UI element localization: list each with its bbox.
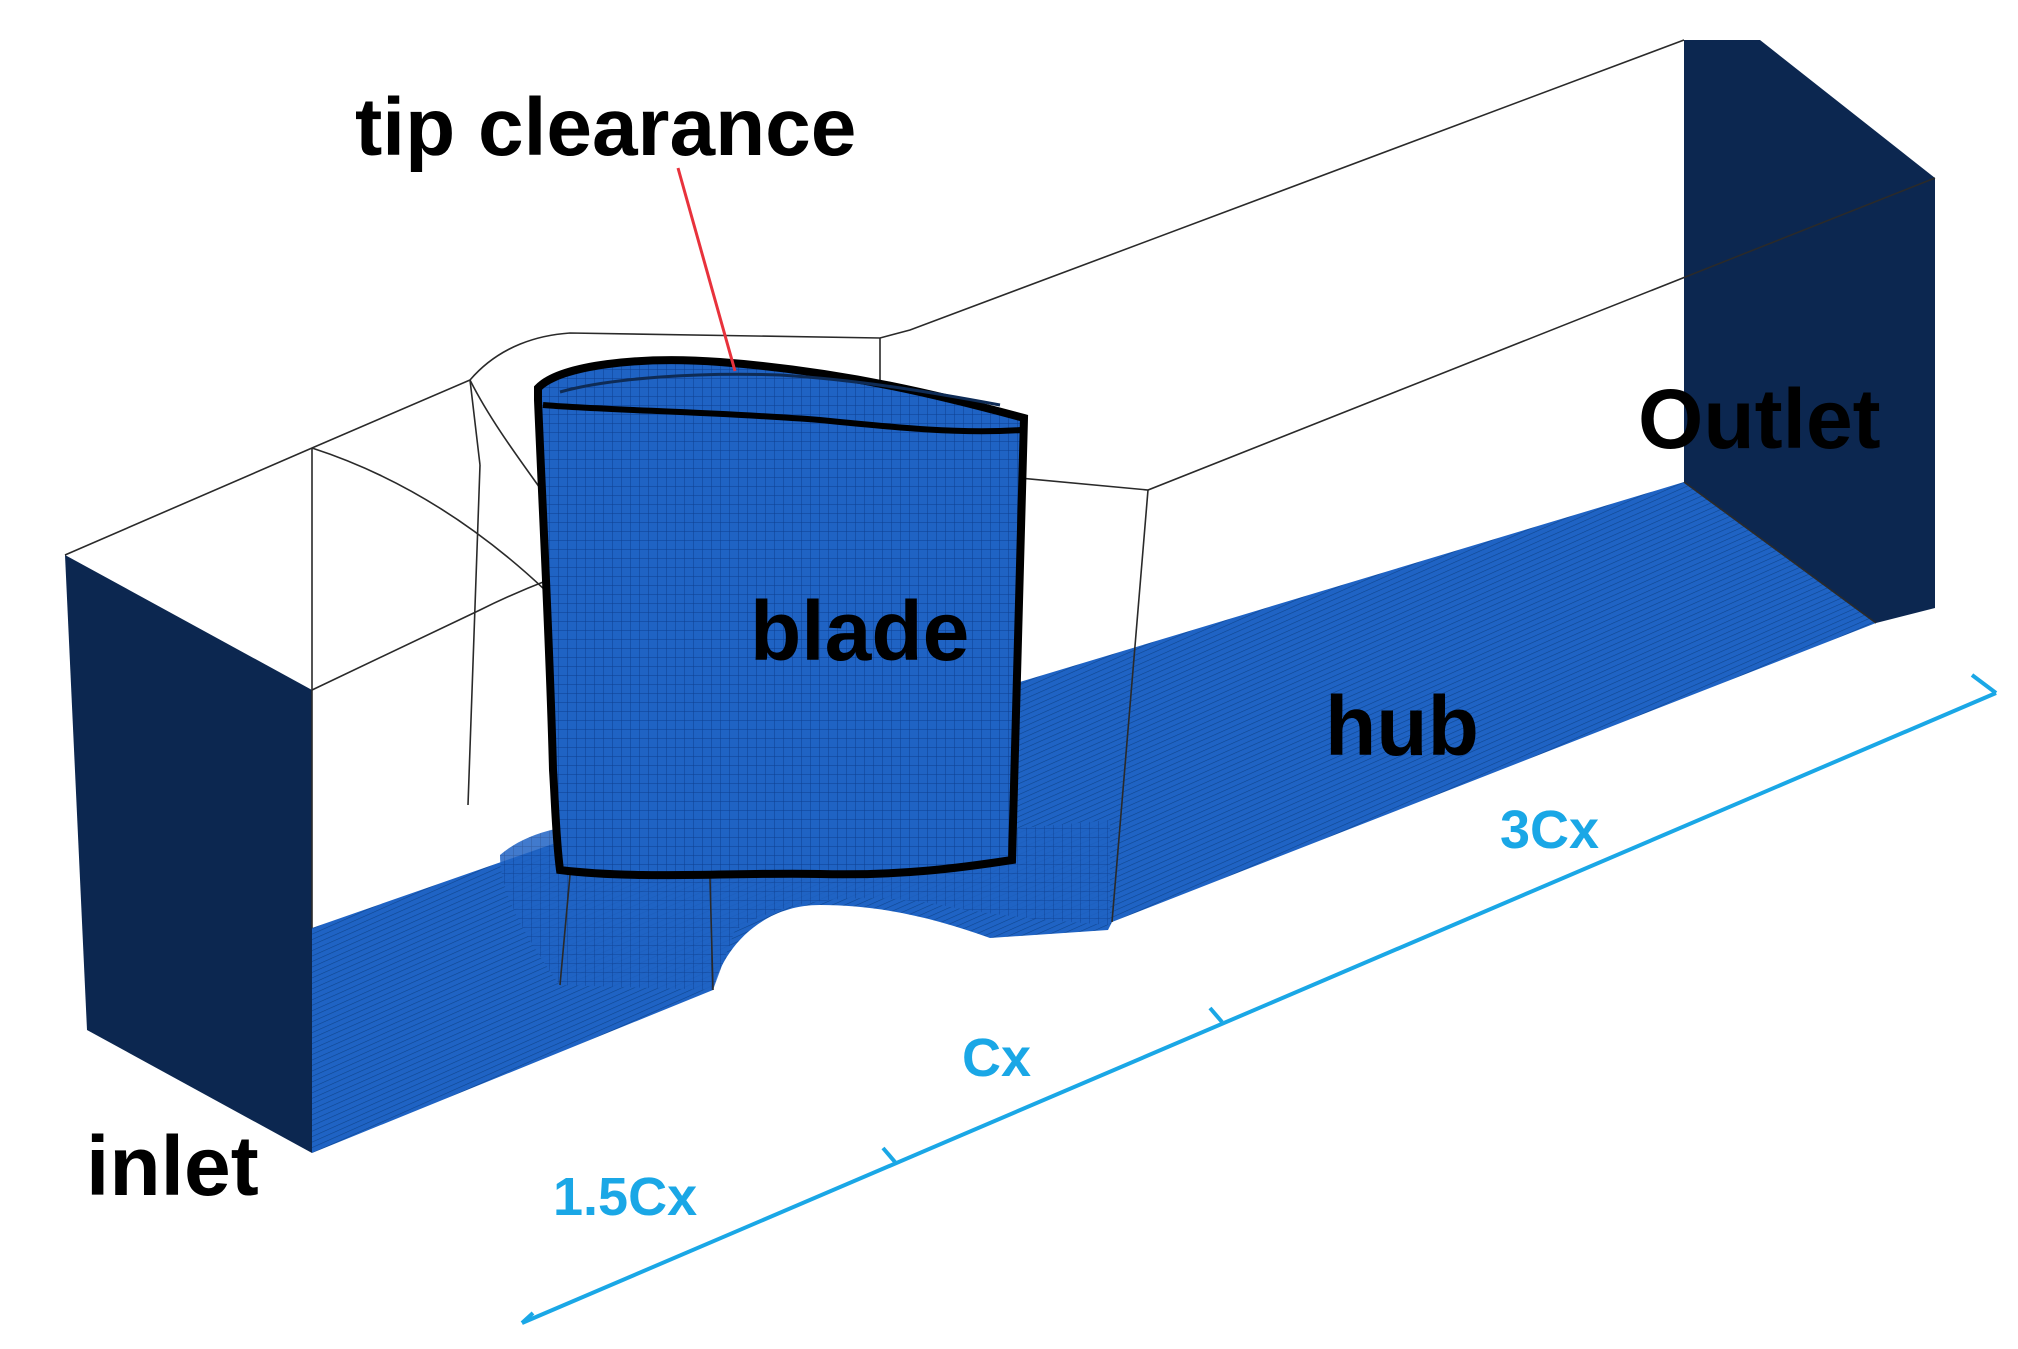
blade-tip-edge <box>542 402 1023 435</box>
outlet-face <box>1684 40 1935 623</box>
outlet-label: Outlet <box>1638 372 1881 466</box>
tip-clearance-leader <box>676 167 737 372</box>
dimension-label-1-5cx: 1.5Cx <box>553 1167 697 1227</box>
dimension-label-cx: Cx <box>962 1028 1031 1088</box>
hub-label: hub <box>1325 679 1479 773</box>
dimension-label-3cx: 3Cx <box>1500 800 1599 860</box>
dimension-line <box>520 673 1998 1325</box>
blade-surface <box>534 356 1029 880</box>
tip-clearance-label: tip clearance <box>355 82 856 173</box>
blade-tip-edge-inner <box>559 372 1001 407</box>
inlet-face <box>65 555 312 1153</box>
inlet-label: inlet <box>86 1119 259 1213</box>
blade-label: blade <box>750 584 969 678</box>
